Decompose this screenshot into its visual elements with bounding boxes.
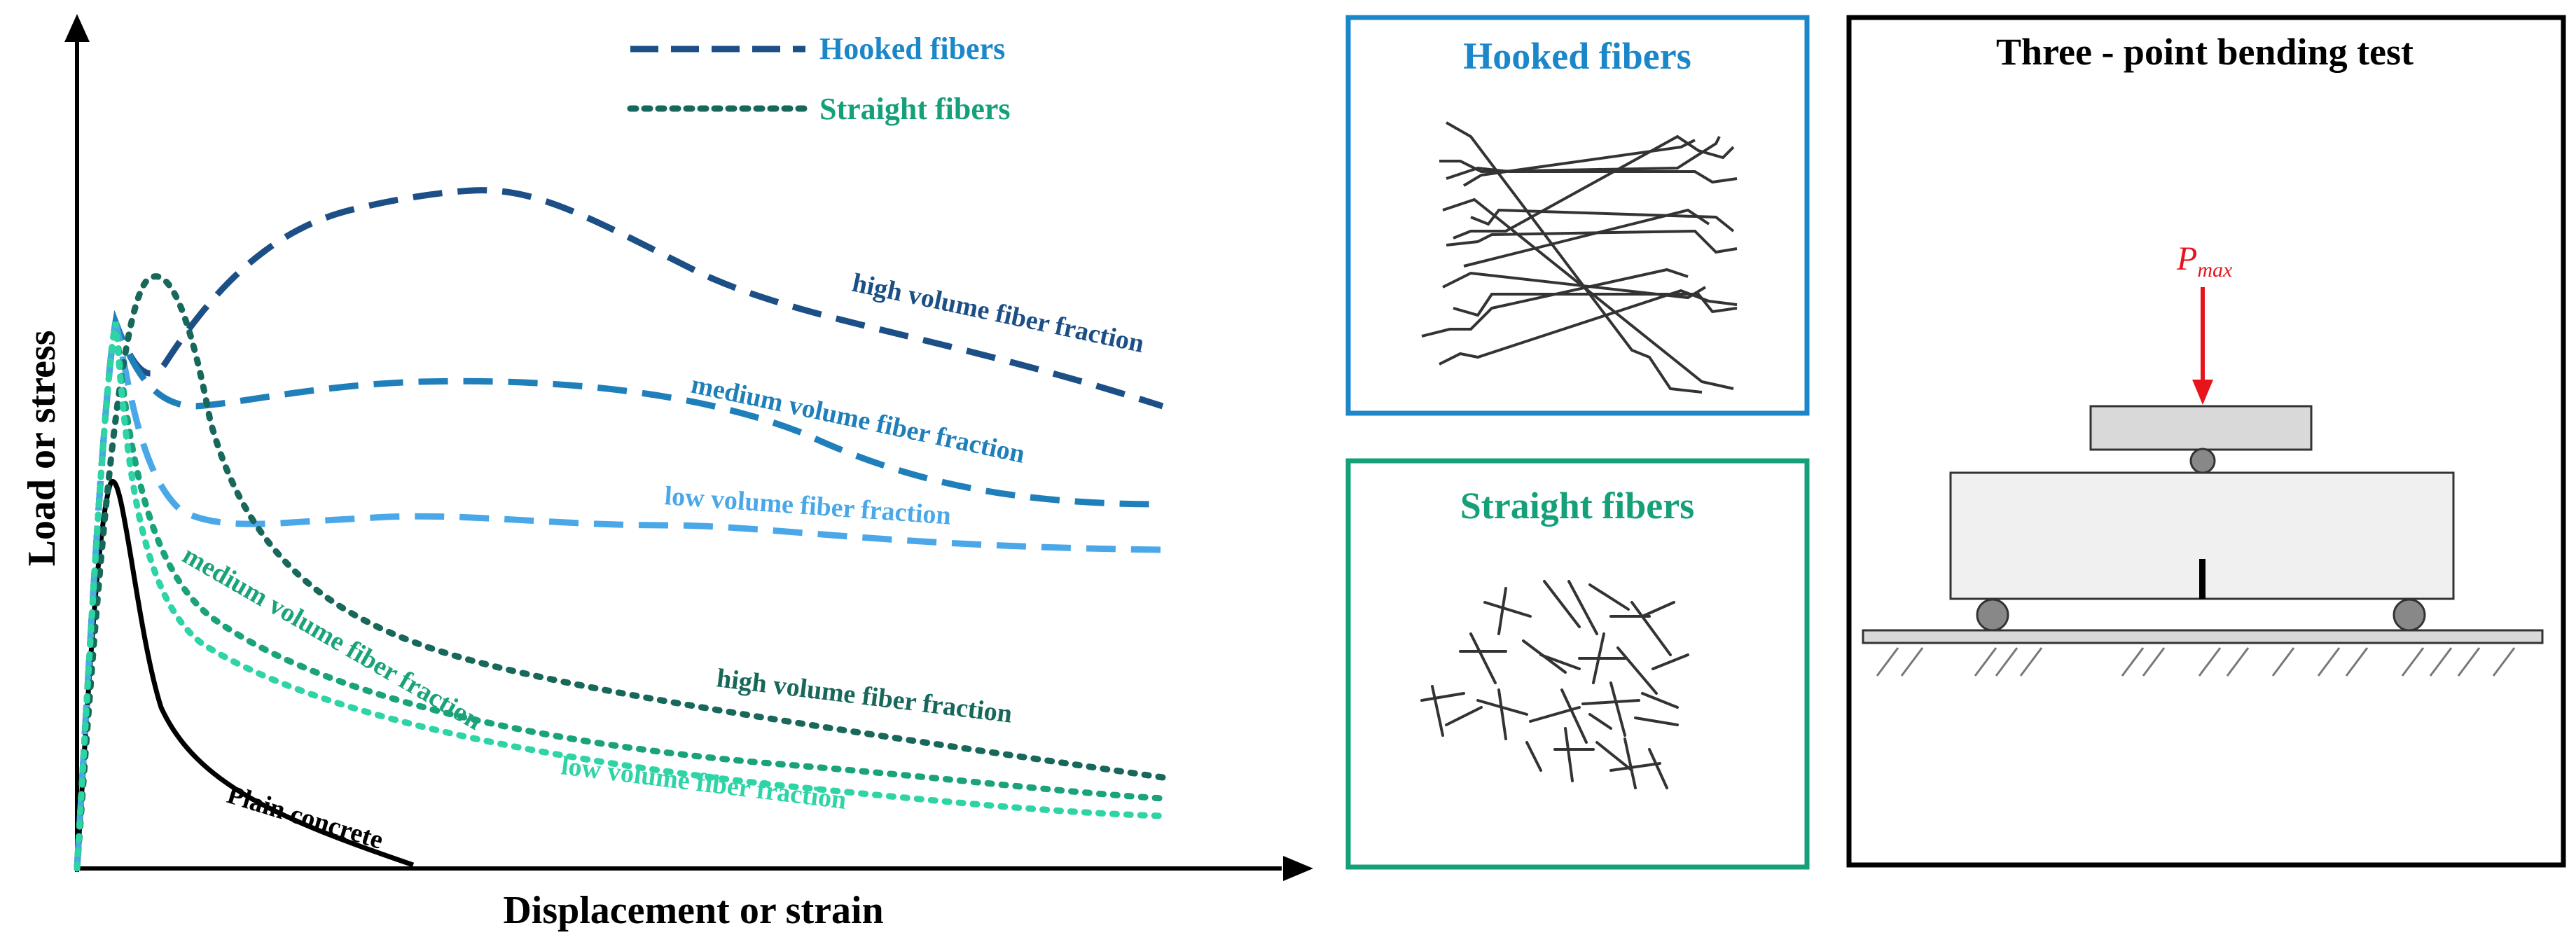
curve-straight-high — [74, 273, 1166, 872]
hooked-fibers-illustration — [1421, 121, 1738, 394]
legend-hooked-label: Hooked fibers — [819, 32, 1005, 66]
label-plain-concrete: Plain concrete — [223, 780, 387, 855]
load-subscript: max — [2197, 258, 2233, 282]
curve-straight-low — [74, 321, 1166, 872]
load-label: Pmax — [2176, 240, 2233, 282]
label-straight-low: low volume fiber fraction — [560, 751, 848, 815]
beam-notch — [2199, 559, 2205, 599]
label-straight-medium: medium volume fiber fraction — [178, 540, 487, 735]
x-axis-label: Displacement or strain — [503, 889, 883, 932]
legend-straight-label: Straight fibers — [819, 92, 1011, 126]
load-symbol: P — [2176, 240, 2197, 277]
bending-test-panel: Three - point bending test Pmax — [1846, 15, 2566, 868]
hooked-fibers-panel: Hooked fibers — [1345, 15, 1810, 416]
ground-hatching — [1876, 647, 2516, 677]
straight-fibers-illustration — [1420, 580, 1689, 789]
straight-panel-title: Straight fibers — [1460, 485, 1694, 527]
straight-panel-border — [1345, 458, 1810, 870]
loading-roller — [2189, 448, 2216, 474]
hooked-panel-border — [1345, 15, 1810, 416]
left-support-roller — [1976, 598, 2009, 632]
right-support-roller — [2393, 598, 2426, 632]
y-axis-arrow — [64, 14, 90, 42]
hooked-panel-title: Hooked fibers — [1463, 35, 1691, 77]
x-axis-arrow — [1283, 856, 1313, 881]
label-hooked-high: high volume fiber fraction — [850, 268, 1147, 359]
base-plate — [1862, 629, 2544, 644]
straight-fibers-panel: Straight fibers — [1345, 458, 1810, 870]
loading-plate — [2089, 405, 2313, 451]
test-panel-title: Three - point bending test — [1996, 31, 2414, 73]
load-arrow-head — [2192, 380, 2213, 405]
chart: Load or stress Displacement or strain Ho… — [20, 14, 1313, 932]
y-axis-label: Load or stress — [20, 330, 64, 566]
